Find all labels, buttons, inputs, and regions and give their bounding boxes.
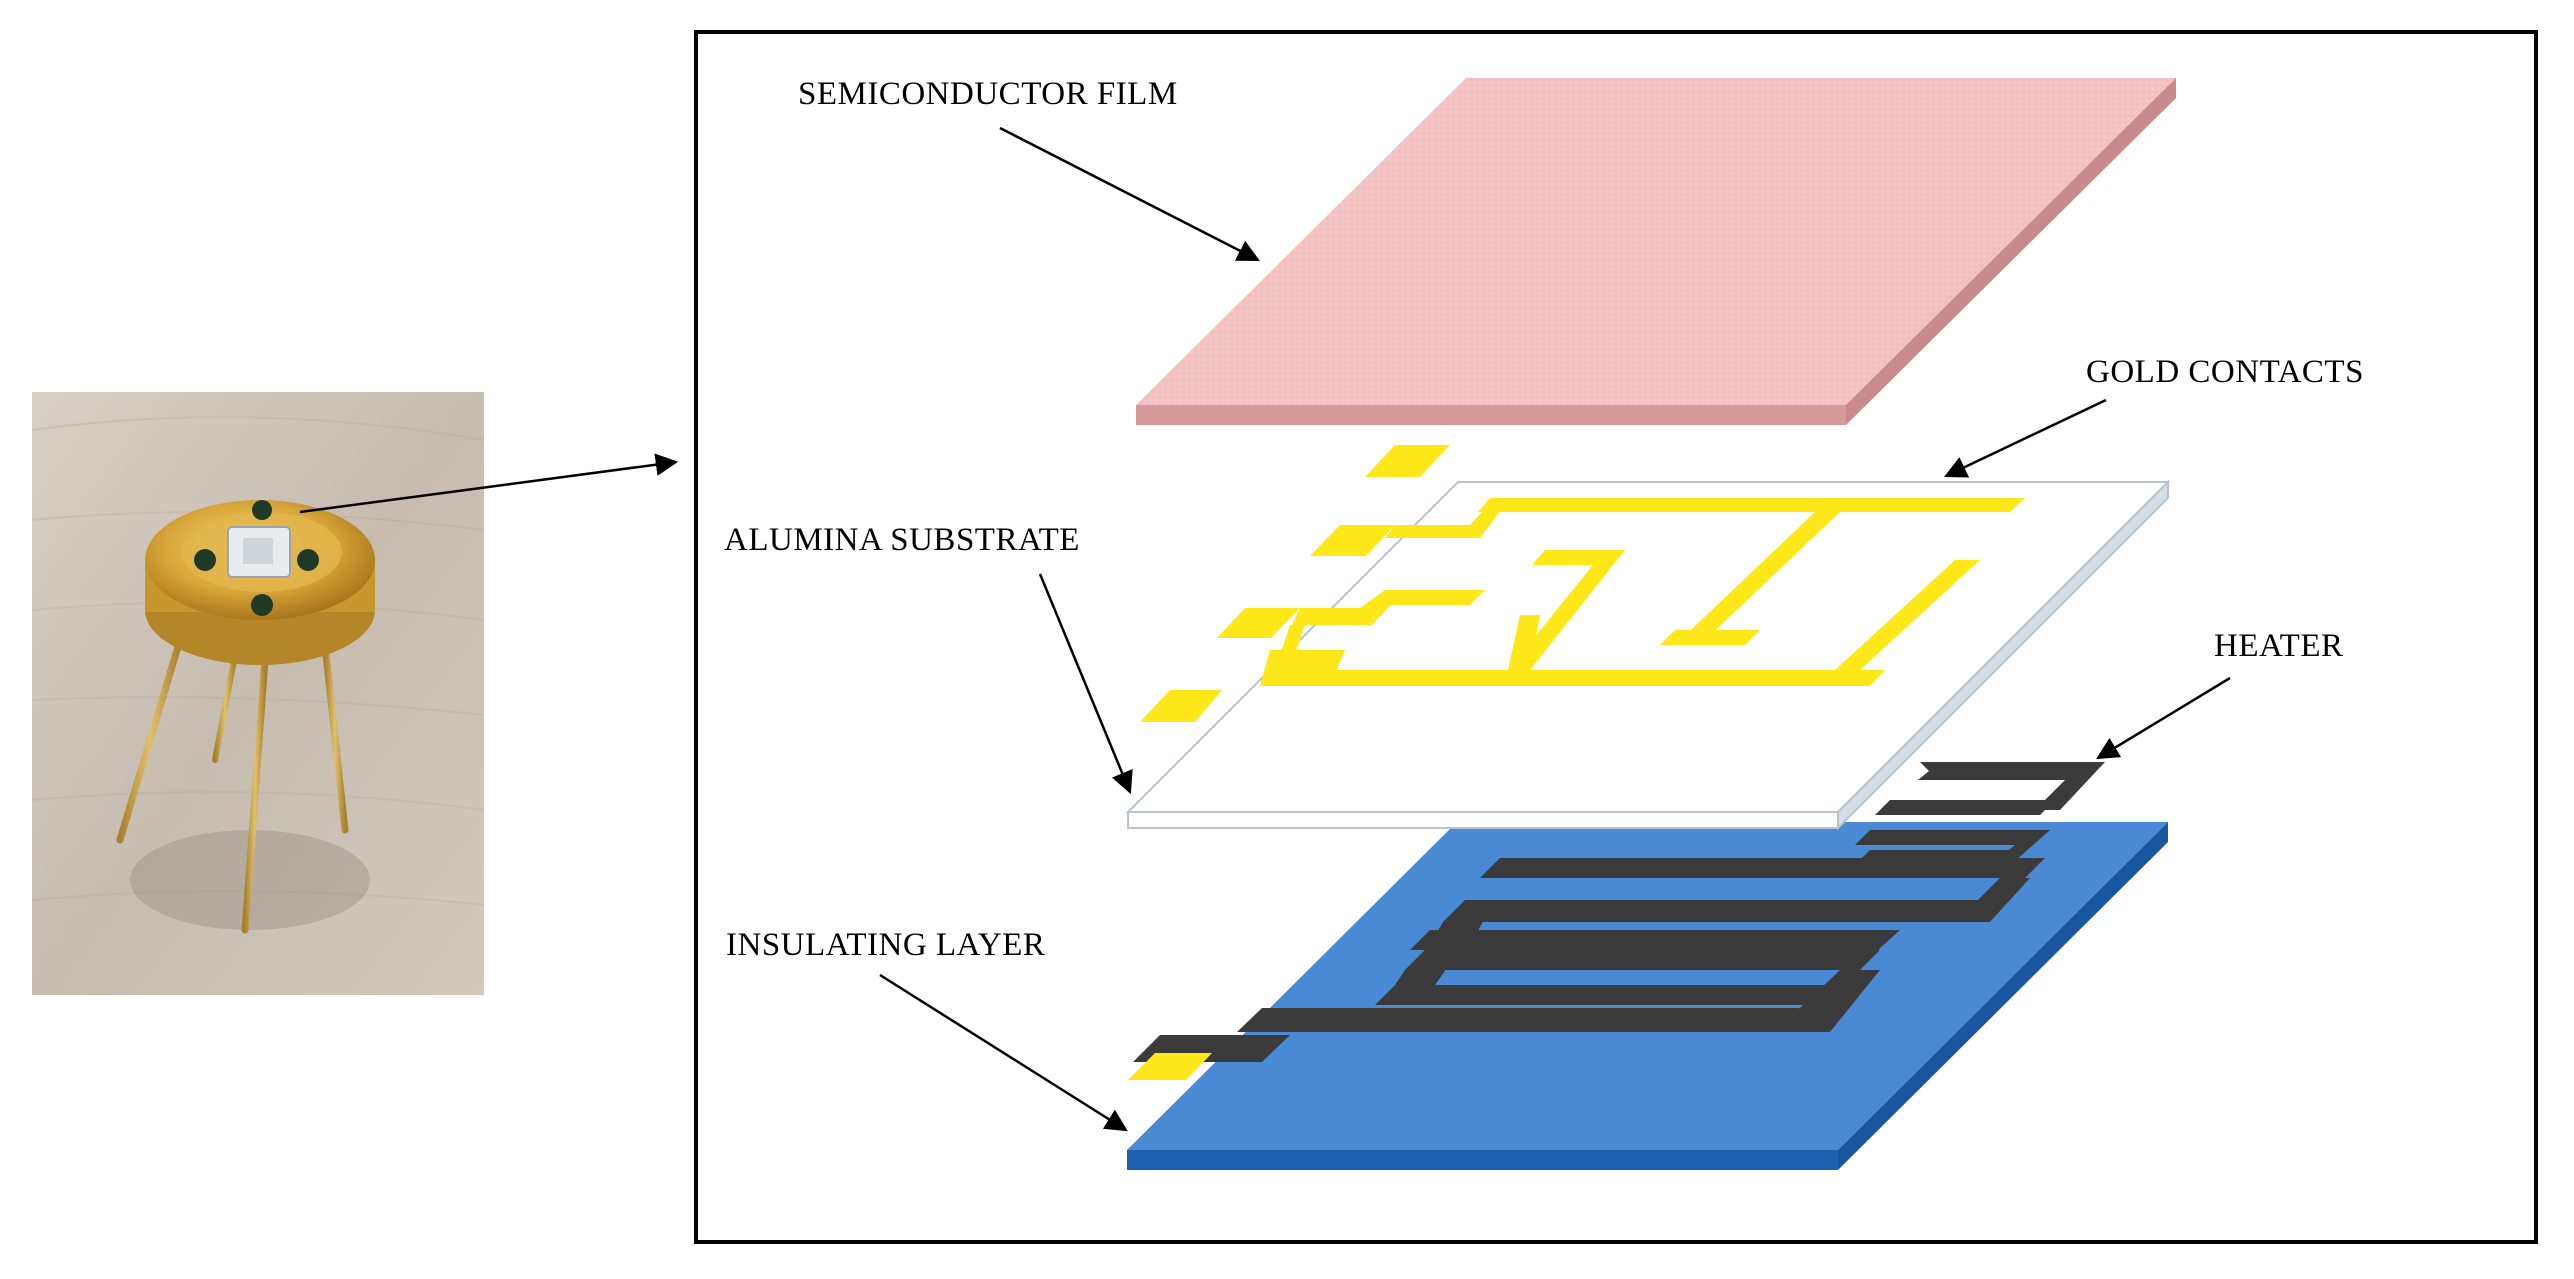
gold-pad-4 [1140, 690, 1222, 722]
gold-pad-2 [1310, 525, 1395, 556]
diagram-frame [694, 30, 2538, 1244]
sensor-can [145, 500, 375, 665]
semiconductor-film [1136, 78, 2176, 425]
label-group-semiconductor: SEMICONDUCTOR FILM [798, 76, 1261, 262]
label-heater: HEATER [2214, 628, 2344, 664]
gold-pad-1 [1365, 445, 1450, 477]
label-gold-contacts: GOLD CONTACTS [2086, 354, 2364, 390]
photo-to-diagram-arrow [299, 453, 679, 514]
label-group-insulating: INSULATING LAYER [726, 927, 1128, 1132]
label-group-heater: HEATER [2096, 628, 2344, 760]
heater-element [1133, 762, 2105, 1062]
gold-contacts [1128, 445, 2025, 1080]
label-insulating-layer: INSULATING LAYER [726, 927, 1045, 963]
gold-pad-insulating [1128, 1053, 1212, 1080]
sensor-photo [31, 392, 485, 995]
photo-background [32, 392, 484, 995]
label-semiconductor-film: SEMICONDUCTOR FILM [798, 76, 1178, 112]
label-alumina-substrate: ALUMINA SUBSTRATE [724, 522, 1080, 558]
label-group-alumina: ALUMINA SUBSTRATE [724, 522, 1133, 795]
gold-pad-3 [1217, 608, 1300, 638]
label-group-gold: GOLD CONTACTS [1943, 354, 2364, 478]
sensor-pins [116, 636, 349, 934]
alumina-substrate [1125, 479, 2171, 831]
